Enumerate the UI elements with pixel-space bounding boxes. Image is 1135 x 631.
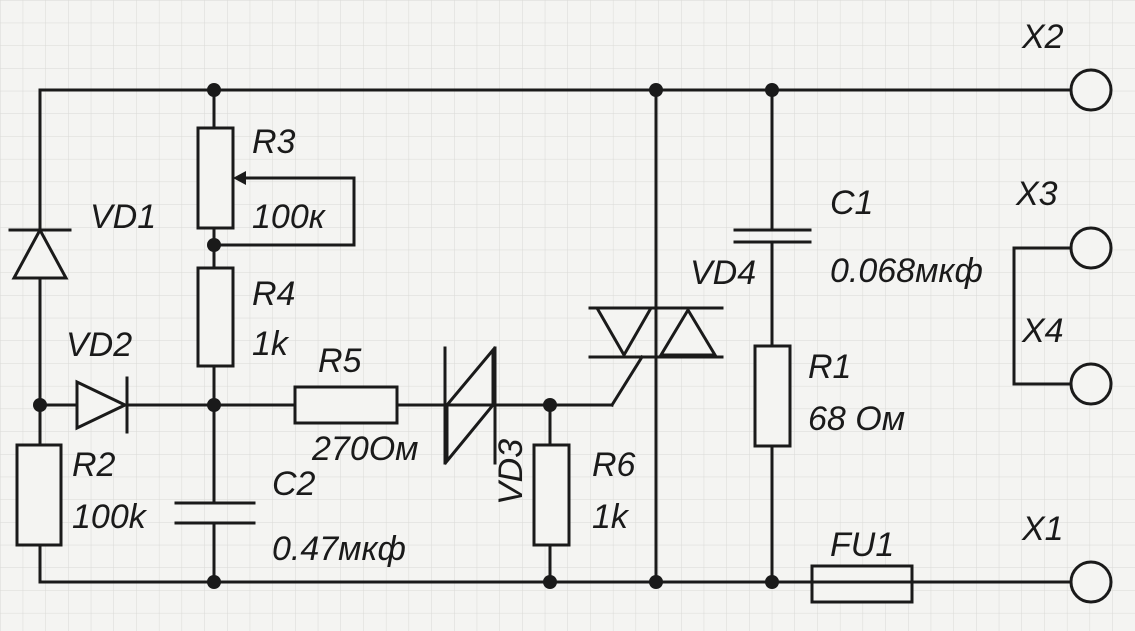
junction-dot [649,575,663,589]
label-r3: R3 [252,123,296,161]
label-x4: X4 [1021,312,1064,350]
terminal-x2 [1069,68,1113,112]
label-vd1: VD1 [90,198,156,236]
label-r1-value: 68 Ом [808,400,905,438]
resistor-r5 [293,385,399,425]
terminal-x3 [1069,226,1113,270]
junction-dot [543,575,557,589]
label-r5-value: 270Ом [311,430,418,468]
resistor-r2 [15,443,63,547]
label-r6: R6 [592,446,636,484]
label-r6-value: 1k [592,498,630,536]
capacitor-c2 [174,501,256,525]
label-x3: X3 [1015,175,1058,213]
junction-dot [765,83,779,97]
wire-x3-x4-jumper [1012,246,1082,386]
wire-r3-wiper [212,176,356,247]
vd2-triangle [75,379,129,431]
label-r2: R2 [72,446,116,484]
junction-dot [207,238,221,252]
resistor-r1 [753,344,792,448]
label-c1: C1 [830,184,873,222]
label-x1: X1 [1021,510,1064,548]
junction-dot [33,398,47,412]
junction-dot [207,575,221,589]
label-r4: R4 [252,275,295,313]
junctions [33,83,779,589]
junction-dot [765,575,779,589]
triac-triangle-up [658,307,718,357]
resistor-r3 [196,126,235,230]
resistor-r4 [196,266,235,368]
wire-gate-diag [609,354,645,408]
dinistor-vd3 [443,345,497,466]
label-vd4: VD4 [690,254,756,292]
label-x2: X2 [1021,18,1064,56]
label-r1: R1 [808,348,851,386]
label-r5: R5 [318,342,362,380]
terminal-x4 [1069,362,1113,406]
junction-dot [649,83,663,97]
label-fu1: FU1 [830,526,894,564]
triac-vd4 [588,306,724,359]
triac-triangle-down [594,306,654,359]
label-vd2: VD2 [66,326,132,364]
diode-vd1 [8,226,72,280]
vd1-triangle [11,226,69,280]
capacitor-c1 [733,228,812,244]
label-r4-value: 1k [252,325,290,363]
r3-wiper-arrow [233,171,246,185]
label-c2: C2 [272,465,316,503]
label-r3-value: 100к [252,198,327,236]
terminal-x1 [1069,560,1113,604]
junction-dot [207,83,221,97]
junction-dot [207,398,221,412]
resistor-r6 [532,443,571,547]
dinistor-triangle-lower [445,403,497,466]
fuse-fu1 [810,564,914,604]
label-r2-value: 100k [72,498,148,536]
label-c1-value: 0.068мкф [830,252,983,290]
diode-vd2 [75,376,129,434]
junction-dot [543,398,557,412]
label-vd3: VD3 [492,439,530,505]
label-c2-value: 0.47мкф [272,530,406,568]
